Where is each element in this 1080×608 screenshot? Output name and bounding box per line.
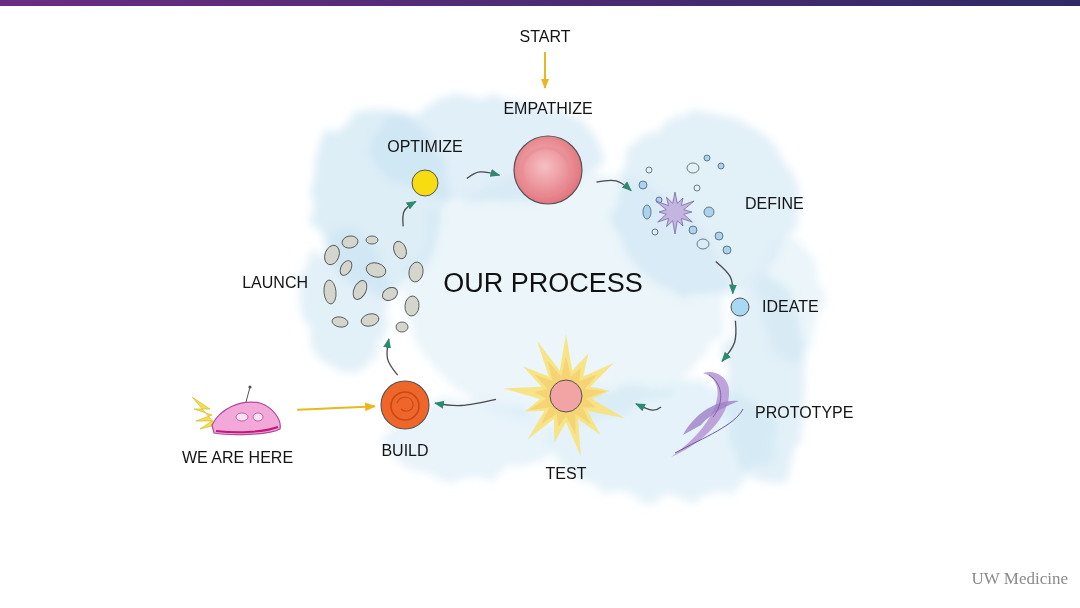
stage-label: TEST <box>546 464 587 483</box>
label-holder: PROTOTYPE <box>755 403 853 422</box>
flow-arrow <box>403 202 416 227</box>
stage-label: OPTIMIZE <box>387 137 463 156</box>
brand-watermark: UW Medicine <box>972 569 1068 589</box>
stage-node: DEFINE <box>635 150 804 258</box>
label-holder: EMPATHIZE <box>503 99 592 118</box>
label-holder: LAUNCH <box>242 273 308 292</box>
stage-node: WE ARE HERE <box>182 385 293 467</box>
stage-illustration <box>500 330 632 460</box>
stage-illustration <box>410 168 440 198</box>
stage-illustration <box>730 297 750 317</box>
flow-arrow <box>596 180 631 190</box>
flow-arrow <box>716 262 733 294</box>
stage-label: IDEATE <box>762 297 819 316</box>
flow-arrow <box>387 339 398 375</box>
stage-illustration <box>635 150 735 258</box>
label-holder: IDEATE <box>762 297 819 316</box>
stage-node: EMPATHIZE <box>503 99 592 206</box>
label-holder: WE ARE HERE <box>182 448 293 467</box>
start-label: START <box>520 27 571 46</box>
stage-label: LAUNCH <box>242 273 308 292</box>
top-bar <box>0 0 1080 6</box>
flow-arrow <box>636 404 661 410</box>
stage-node: PROTOTYPE <box>665 365 853 460</box>
stage-label: EMPATHIZE <box>503 99 592 118</box>
stage-label: BUILD <box>381 441 428 460</box>
start-arrow <box>544 52 546 88</box>
flow-arrow <box>467 172 500 179</box>
flow-arrow <box>297 406 375 409</box>
stage-illustration <box>190 385 285 440</box>
stage-illustration <box>379 379 431 431</box>
flow-arrow <box>435 399 496 405</box>
label-holder: TEST <box>546 464 587 483</box>
stage-node: OPTIMIZE <box>387 137 463 198</box>
stage-label: WE ARE HERE <box>182 448 293 467</box>
label-holder: BUILD <box>381 441 428 460</box>
stage-label: PROTOTYPE <box>755 403 853 422</box>
label-holder: OPTIMIZE <box>387 137 463 156</box>
stage-illustration <box>512 134 584 206</box>
stage-illustration <box>665 365 745 460</box>
stage-label: DEFINE <box>745 194 804 213</box>
stage-node: TEST <box>500 330 632 483</box>
stage-node: IDEATE <box>730 297 819 317</box>
flow-arrow <box>722 321 736 361</box>
blue-wash <box>303 98 820 498</box>
diagram-title: OUR PROCESS <box>443 267 643 299</box>
stage-node: BUILD <box>379 379 431 460</box>
stage-node: LAUNCH <box>242 230 430 335</box>
label-holder: DEFINE <box>745 194 804 213</box>
stage-illustration <box>320 230 430 335</box>
